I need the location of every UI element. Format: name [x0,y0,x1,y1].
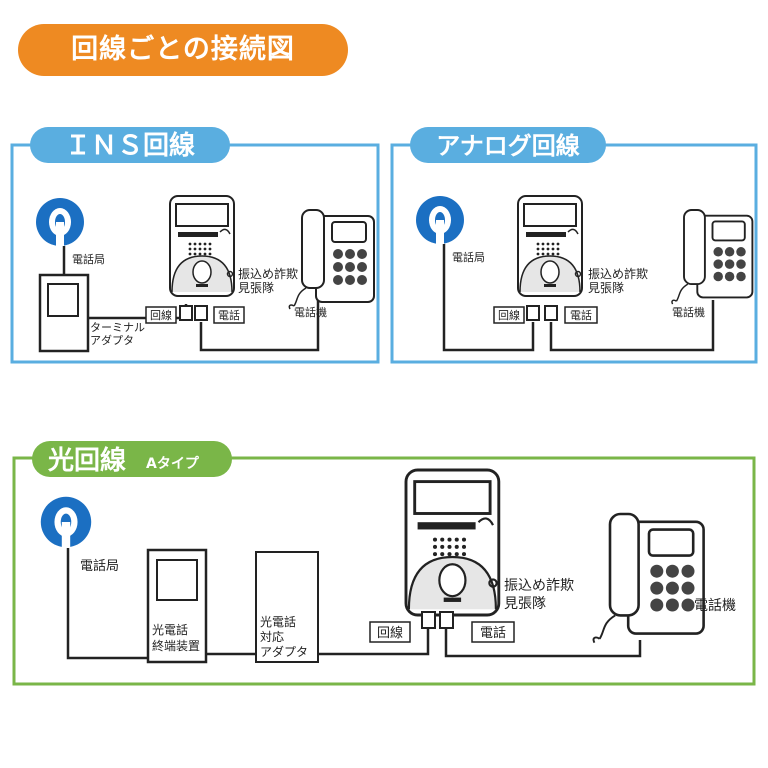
analog-telephone-label: 電話機 [672,305,705,319]
ins-station-label: 電話局 [72,252,105,266]
fiber-header: 光回線 [47,445,126,476]
ins-header: ＩＮＳ回線 [65,130,195,161]
ins-device-label-2: 見張隊 [238,280,274,295]
fiber-ont-label-1: 光電話 [152,622,188,637]
monitor-device-icon [404,468,501,617]
fiber-adapter-label-2: 対応 [260,630,284,644]
ins-telephone-label: 電話機 [294,305,327,319]
fiber-panel: 光回線 Aタイプ 電話局 光電話 終端装置 光電話 対応 アダプタ 回線 電話 … [12,441,756,686]
analog-device-label-1: 振込め詐欺 [588,266,648,281]
fiber-header-sub: Aタイプ [146,456,200,472]
analog-port-phone-label: 電話 [570,308,592,322]
analog-panel: アナログ回線 電話局 回線 電話 振込め詐欺 見張隊 電話機 [390,127,758,364]
fiber-adapter-label-1: 光電話 [260,614,296,629]
terminal-adapter-label-1: ターミナル [90,321,145,334]
ins-port-line-label: 回線 [150,308,172,322]
fiber-device-label-2: 見張隊 [504,596,546,612]
page-title: 回線ごとの接続図 [18,24,348,76]
fiber-ont-label-2: 終端装置 [152,638,200,653]
fiber-port-line-label: 回線 [377,625,403,641]
monitor-device-icon [517,195,583,297]
fiber-station-label: 電話局 [80,558,119,574]
analog-header: アナログ回線 [436,132,580,160]
fiber-adapter-label-3: アダプタ [260,644,308,659]
analog-station-label: 電話局 [452,250,485,264]
fiber-telephone-label: 電話機 [694,597,736,614]
monitor-device-icon [169,195,235,297]
fiber-device-label-1: 振込め詐欺 [504,578,574,594]
analog-port-line-label: 回線 [498,308,520,322]
ins-device-label-1: 振込め詐欺 [238,266,298,281]
terminal-adapter-label-2: アダプタ [90,333,134,347]
analog-device-label-2: 見張隊 [588,280,624,295]
ins-port-phone-label: 電話 [218,308,240,322]
ins-panel: ＩＮＳ回線 電話局 ターミナル アダプタ 回線 電話 振込め詐欺 見張隊 電話機 [10,127,380,364]
fiber-port-phone-label: 電話 [480,625,506,641]
optical-adapter-box [255,551,319,663]
